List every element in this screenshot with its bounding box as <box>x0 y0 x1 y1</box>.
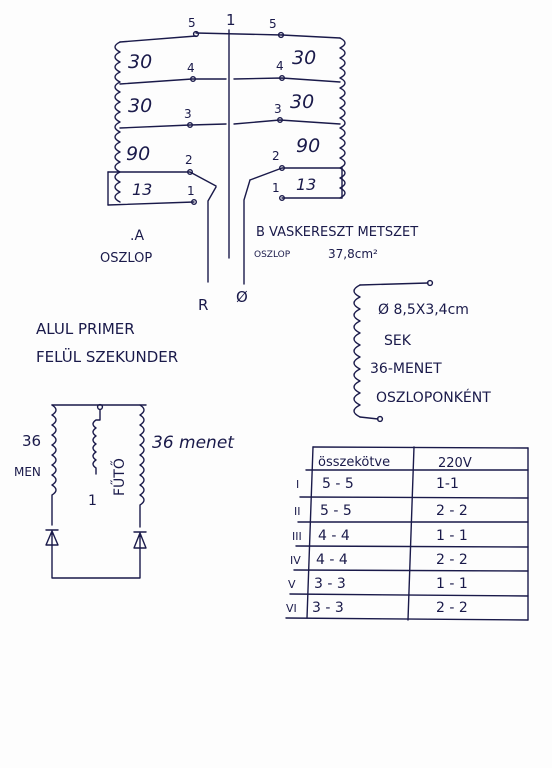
rect-left-turns: 36 <box>22 432 41 450</box>
row-number: III <box>292 530 302 543</box>
left-pin-3: 3 <box>184 107 192 121</box>
row-connection: 5 - 5 <box>322 476 354 492</box>
sec-line3: OSZLOPONKÉNT <box>376 389 491 406</box>
right-turns-13: 13 <box>296 175 316 194</box>
row-connection: 5 - 5 <box>320 503 352 519</box>
row-number: I <box>296 478 299 491</box>
right-pin-5: 5 <box>269 17 277 31</box>
right-pin-3: 3 <box>274 102 282 116</box>
row-voltage: 2 - 2 <box>436 552 468 568</box>
left-pin-4: 4 <box>187 61 195 75</box>
row-connection: 3 - 3 <box>314 576 346 592</box>
row-voltage: 2 - 2 <box>436 503 468 519</box>
core-title: B VASKERESZT METSZET <box>256 225 418 240</box>
table-row: IV 4 - 4 2 - 2 <box>290 552 468 568</box>
table-row: V 3 - 3 1 - 1 <box>288 576 468 592</box>
column-a-letter: .A <box>130 228 144 244</box>
row-connection: 4 - 4 <box>316 552 348 568</box>
left-turns-13: 13 <box>132 180 152 199</box>
rect-left-unit: MEN <box>14 465 41 479</box>
left-turns-30a: 30 <box>128 51 152 73</box>
row-voltage: 1 - 1 <box>436 576 468 592</box>
table-row: VI 3 - 3 2 - 2 <box>286 600 468 616</box>
rect-middle-num: 1 <box>88 493 97 509</box>
left-pin-5: 5 <box>188 16 196 30</box>
row-connection: 3 - 3 <box>312 600 344 616</box>
row-voltage: 1 - 1 <box>436 528 468 544</box>
row-connection: 4 - 4 <box>318 528 350 544</box>
sec-line1: SEK <box>384 333 412 349</box>
row-number: V <box>288 578 296 591</box>
row-voltage: 1-1 <box>436 476 459 492</box>
table-header-voltage: 220V <box>438 456 472 471</box>
rectifier-circuit: 36 MEN 1 FŰTŐ 36 menet <box>14 403 235 579</box>
rect-right-label: 36 menet <box>152 433 235 453</box>
right-turns-30b: 30 <box>290 91 314 113</box>
table-header-connected: összekötve <box>318 455 390 470</box>
right-turns-30a: 30 <box>292 47 316 69</box>
sec-dims: Ø 8,5X3,4cm <box>378 302 469 318</box>
left-pin-2: 2 <box>185 153 193 167</box>
core-sub: OSZLOP <box>254 250 291 260</box>
right-pin-2: 2 <box>272 149 280 163</box>
lead-r-label: R <box>198 296 208 314</box>
table-rows: I 5 - 5 1-1II 5 - 5 2 - 2 III 4 - 4 1 - 1 IV 4 - … <box>286 476 468 616</box>
top-tap-label: 1 <box>226 11 236 29</box>
lead-zero-label: Ø <box>236 288 248 306</box>
table-row: III 4 - 4 1 - 1 <box>292 528 468 544</box>
table-row: I 5 - 5 1-1 <box>296 476 459 492</box>
right-pin-4: 4 <box>276 59 284 73</box>
left-turns-90: 90 <box>126 143 150 165</box>
core-area: 37,8cm² <box>328 247 378 261</box>
connection-table: összekötve 220V I 5 - 5 1-1II 5 - 5 2 - 2 III… <box>285 446 529 621</box>
primary-label: ALUL PRIMER <box>36 320 135 338</box>
sec-line2: 36-MENET <box>370 361 442 377</box>
table-header: összekötve 220V <box>318 455 472 471</box>
left-pin-1: 1 <box>187 184 195 198</box>
row-number: VI <box>286 602 297 615</box>
table-row: II 5 - 5 2 - 2 <box>294 503 468 519</box>
left-turns-30b: 30 <box>128 95 152 117</box>
secondary-label: FELÜL SZEKUNDER <box>36 347 178 366</box>
right-pin-1: 1 <box>272 181 280 195</box>
row-voltage: 2 - 2 <box>436 600 468 616</box>
rect-middle-label: FŰTŐ <box>110 458 128 496</box>
secondary-coil-spec: Ø 8,5X3,4cm SEK 36-MENET OSZLOPONKÉNT <box>353 279 491 423</box>
row-number: II <box>294 505 301 518</box>
right-turns-90: 90 <box>296 135 320 157</box>
column-a-label: OSZLOP <box>100 251 152 266</box>
row-number: IV <box>290 554 301 567</box>
winding-diagram: 1 5 5 4 3 2 1 30 30 90 13 <box>100 11 346 314</box>
